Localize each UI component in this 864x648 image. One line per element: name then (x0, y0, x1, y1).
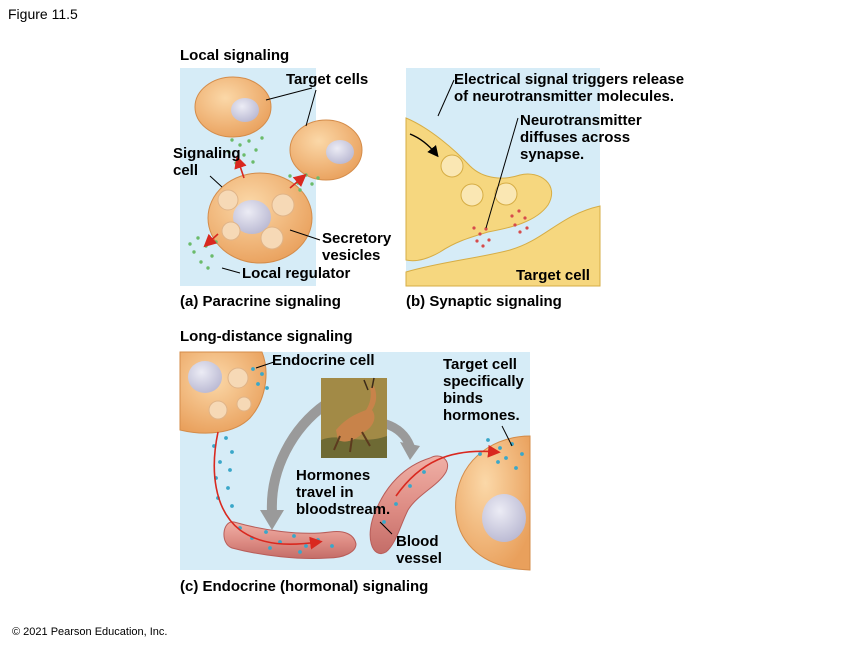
antelope-photo (321, 377, 387, 458)
secretory-vesicle (236, 396, 252, 412)
synaptic-vesicle (440, 154, 464, 178)
secretory-vesicle (227, 367, 249, 389)
copyright: © 2021 Pearson Education, Inc. (12, 626, 168, 638)
secretory-vesicle (208, 400, 228, 420)
target-cell (289, 119, 363, 181)
nucleus (231, 98, 259, 122)
synaptic-caption: (b) Synaptic signaling (406, 293, 562, 310)
hormones-travel-label: Hormones travel in bloodstream. (296, 467, 391, 518)
hormone-path-arrow (395, 444, 501, 497)
circulation-arrow-head (260, 510, 284, 530)
secretory-vesicle (217, 189, 239, 211)
target-cells-label: Target cells (286, 71, 369, 88)
secretion-arrow (203, 233, 219, 248)
figure-label: Figure 11.5 (8, 6, 78, 22)
secretory-vesicle (271, 193, 295, 217)
electrical-signal-label: Electrical signal triggers release of ne… (454, 71, 685, 105)
circulation-arrow (266, 399, 331, 517)
nucleus (233, 200, 271, 234)
leader-lines (437, 79, 519, 229)
secretory-vesicle (260, 226, 284, 250)
circulation-arrow (381, 419, 415, 451)
long-distance-heading: Long-distance signaling (180, 328, 353, 345)
synaptic-panel (405, 68, 601, 287)
secretory-vesicle (221, 221, 241, 241)
local-regulator-label: Local regulator (242, 265, 351, 282)
circulation-arrow-head (400, 442, 420, 460)
electrical-signal-arrow (409, 133, 439, 158)
secretion-arrow (289, 173, 307, 189)
synaptic-vesicle (460, 183, 484, 207)
neurotransmitter-dots (472, 209, 529, 248)
endocrine-cell-label: Endocrine cell (272, 352, 375, 369)
secretory-vesicles-label: Secretory vesicles (322, 230, 392, 264)
secretion-arrow (234, 155, 247, 179)
blood-vessel-label: Blood vessel (396, 533, 442, 567)
endocrine-caption: (c) Endocrine (hormonal) signaling (180, 578, 429, 595)
signaling-cell-label: Signaling cell (173, 145, 241, 179)
blood-vessel (369, 455, 448, 555)
neurotransmitter-label: Neurotransmitter diffuses across synapse… (520, 112, 642, 163)
leader-lines (209, 87, 321, 274)
target-cell-label: Target cell (516, 267, 590, 284)
hormone-path-arrow (213, 431, 323, 550)
postsynaptic-cell (405, 205, 601, 287)
nucleus (482, 494, 526, 542)
leader-lines (255, 361, 513, 535)
paracrine-caption: (a) Paracrine signaling (180, 293, 341, 310)
nucleus (188, 361, 222, 393)
blood-vessel (223, 521, 357, 559)
endocrine-panel (179, 351, 531, 571)
paracrine-panel (180, 68, 363, 286)
synaptic-vesicle (494, 182, 518, 206)
target-binds-label: Target cell specifically binds hormones. (443, 356, 524, 424)
nucleus (326, 140, 354, 164)
local-signaling-heading: Local signaling (180, 47, 290, 64)
